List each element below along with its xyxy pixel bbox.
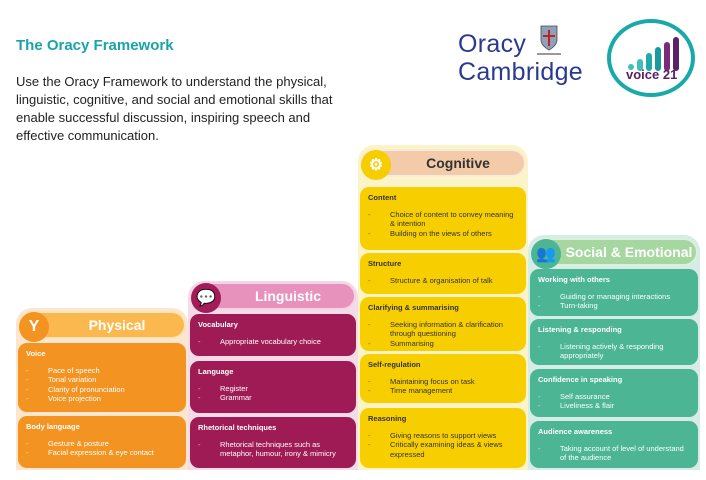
skill-title: Rhetorical techniques [198,423,277,432]
skill-box-reasoning: ReasoningGiving reasons to support views… [360,408,526,468]
skill-title: Content [368,193,397,202]
skill-item: Liveliness & flair [538,401,690,411]
skill-list: Self assuranceLiveliness & flair [538,392,690,411]
skill-title: Listening & responding [538,325,622,334]
skill-title: Self-regulation [368,360,421,369]
column-header-physical: Y Physical [18,311,186,342]
skill-list: Seeking information & clarification thro… [368,320,518,349]
skill-title: Audience awareness [538,427,613,436]
skill-item: Seeking information & clarification thro… [368,320,518,339]
skill-list: RegisterGrammar [198,384,348,403]
skill-list: Appropriate vocabulary choice [198,337,348,347]
skill-title: Language [198,367,234,376]
skill-item: Self assurance [538,392,690,402]
skill-item: Pace of speech [26,366,178,376]
skill-item: Turn-taking [538,301,690,311]
column-cognitive: ⚙ CognitiveContentChoice of content to co… [358,145,528,470]
skill-item: Critically examining ideas & views expre… [368,440,518,459]
skill-box-self-regulation: Self-regulationMaintaining focus on task… [360,354,526,403]
skill-item: Building on the views of others [368,229,518,239]
skill-item: Time management [368,386,518,396]
column-label: Physical [88,317,146,333]
speech-bubble-icon: 💬 [191,283,221,313]
skill-item: Tonal variation [26,375,178,385]
skill-box-structure: StructureStructure & organisation of tal… [360,253,526,294]
skill-item: Facial expression & eye contact [26,448,178,458]
skill-box-vocabulary: VocabularyAppropriate vocabulary choice [190,314,356,356]
skill-list: Listening actively & responding appropri… [538,342,690,361]
signal-bars-icon [628,37,679,71]
skill-box-working-with-others: Working with othersGuiding or managing i… [530,269,698,316]
skill-box-content: ContentChoice of content to convey meani… [360,187,526,250]
column-label: Social & Emotional [565,244,693,260]
crest-logo-icon [537,25,561,55]
voice21-logo: voice 21 [607,19,695,97]
group-icon: 👥 [531,239,561,269]
skill-item: Appropriate vocabulary choice [198,337,348,347]
column-label: Cognitive [426,155,490,171]
column-header-cognitive: ⚙ Cognitive [360,149,526,180]
skill-title: Reasoning [368,414,407,423]
skill-item: Giving reasons to support views [368,431,518,441]
skill-item: Choice of content to convey meaning & in… [368,210,518,229]
skill-list: Taking account of level of understand of… [538,444,690,463]
skill-box-confidence-in-speaking: Confidence in speakingSelf assuranceLive… [530,369,698,417]
skill-item: Grammar [198,393,348,403]
voice21-text: voice 21 [626,67,678,82]
skill-title: Confidence in speaking [538,375,623,384]
skill-item: Maintaining focus on task [368,377,518,387]
skill-title: Clarifying & summarising [368,303,459,312]
intro-text: Use the Oracy Framework to understand th… [16,74,333,143]
skill-item: Voice projection [26,394,178,404]
skill-title: Structure [368,259,402,268]
skill-box-body-language: Body languageGesture & postureFacial exp… [18,416,186,468]
skill-list: Structure & organisation of talk [368,276,518,286]
skill-item: Taking account of level of understand of… [538,444,690,463]
skill-box-audience-awareness: Audience awarenessTaking account of leve… [530,421,698,468]
skill-box-language: LanguageRegisterGrammar [190,361,356,413]
skill-item: Guiding or managing interactions [538,292,690,302]
skill-item: Listening actively & responding appropri… [538,342,690,361]
oracy-cambridge-logo: Oracy Cambridge [458,30,593,86]
skill-list: Maintaining focus on taskTime management [368,377,518,396]
column-header-linguistic: 💬 Linguistic [190,282,356,313]
skill-title: Voice [26,349,46,358]
skill-list: Pace of speechTonal variationClarity of … [26,366,178,404]
person-icon: Y [19,312,49,342]
skill-item: Clarity of pronunciation [26,385,178,395]
skill-item: Register [198,384,348,394]
skill-title: Body language [26,422,80,431]
skill-title: Working with others [538,275,610,284]
column-linguistic: 💬 LinguisticVocabularyAppropriate vocabul… [188,281,358,470]
column-physical: Y PhysicalVoicePace of speechTonal variat… [16,308,188,470]
skill-title: Vocabulary [198,320,238,329]
skill-list: Rhetorical techniques such as metaphor, … [198,440,348,459]
column-label: Linguistic [254,288,322,304]
skill-box-listening-responding: Listening & respondingListening actively… [530,319,698,365]
skill-list: Guiding or managing interactionsTurn-tak… [538,292,690,311]
skill-box-clarifying-summarising: Clarifying & summarisingSeeking informat… [360,297,526,351]
skill-box-rhetorical-techniques: Rhetorical techniquesRhetorical techniqu… [190,417,356,468]
skill-item: Structure & organisation of talk [368,276,518,286]
skill-list: Choice of content to convey meaning & in… [368,210,518,239]
page-title: The Oracy Framework [16,37,174,54]
column-header-social: 👥Social & Emotional [530,238,698,269]
skill-item: Summarising [368,339,518,349]
skill-list: Giving reasons to support viewsCriticall… [368,431,518,460]
skill-item: Rhetorical techniques such as metaphor, … [198,440,348,459]
skill-box-voice: VoicePace of speechTonal variationClarit… [18,343,186,412]
skill-list: Gesture & postureFacial expression & eye… [26,439,178,458]
head-gears-icon: ⚙ [361,150,391,180]
skill-item: Gesture & posture [26,439,178,449]
oracy-cambridge-text: Oracy Cambridge [458,30,583,86]
